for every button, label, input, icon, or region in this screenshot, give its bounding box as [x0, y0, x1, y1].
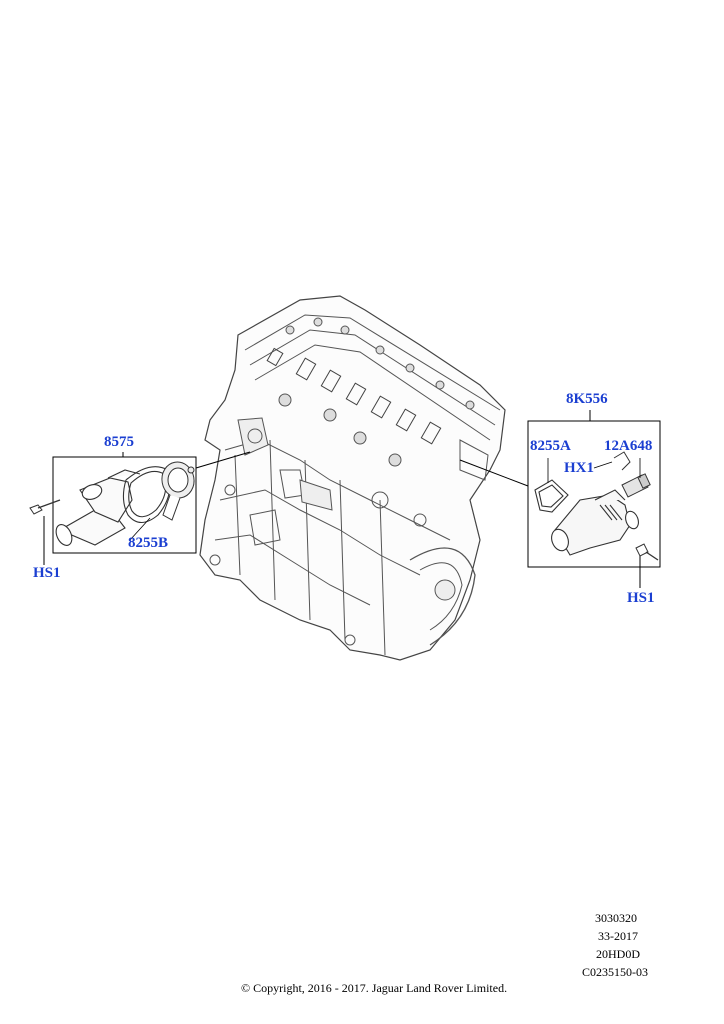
- engine-block: [199, 295, 506, 661]
- right-group-frame: [527, 420, 661, 568]
- bolt-right-drawing: [635, 543, 659, 561]
- left-assembly: [29, 451, 251, 565]
- thermostat-housing-drawing: [55, 469, 141, 546]
- right-leader-line: [459, 459, 529, 487]
- gasket-b-drawing: [122, 466, 171, 524]
- right-assembly: [459, 410, 661, 588]
- ref-illustration-id: C0235150-03: [582, 965, 648, 979]
- copyright-notice: © Copyright, 2016 - 2017. Jaguar Land Ro…: [241, 981, 508, 995]
- callout-12a648[interactable]: 12A648: [604, 438, 653, 454]
- thermostat-drawing: [161, 461, 195, 521]
- clip-drawing: [613, 451, 631, 471]
- callout-8k556[interactable]: 8K556: [566, 391, 608, 407]
- callout-hx1[interactable]: HX1: [564, 460, 594, 476]
- left-leader-line: [195, 451, 251, 469]
- ref-code: 20HD0D: [596, 947, 640, 961]
- bolt-left-drawing: [29, 499, 61, 515]
- callout-hs1-left[interactable]: HS1: [33, 565, 61, 581]
- gasket-a-drawing: [534, 479, 569, 513]
- ref-date: 33-2017: [598, 929, 638, 943]
- callout-8575[interactable]: 8575: [104, 434, 134, 450]
- callout-hs1-right[interactable]: HS1: [627, 590, 655, 606]
- outlet-housing-drawing: [551, 489, 639, 556]
- callout-8255b[interactable]: 8255B: [128, 535, 169, 551]
- callout-8255a[interactable]: 8255A: [530, 438, 571, 454]
- sensor-drawing: [621, 473, 651, 498]
- ref-number: 3030320: [595, 911, 637, 925]
- left-group-frame: [52, 456, 197, 554]
